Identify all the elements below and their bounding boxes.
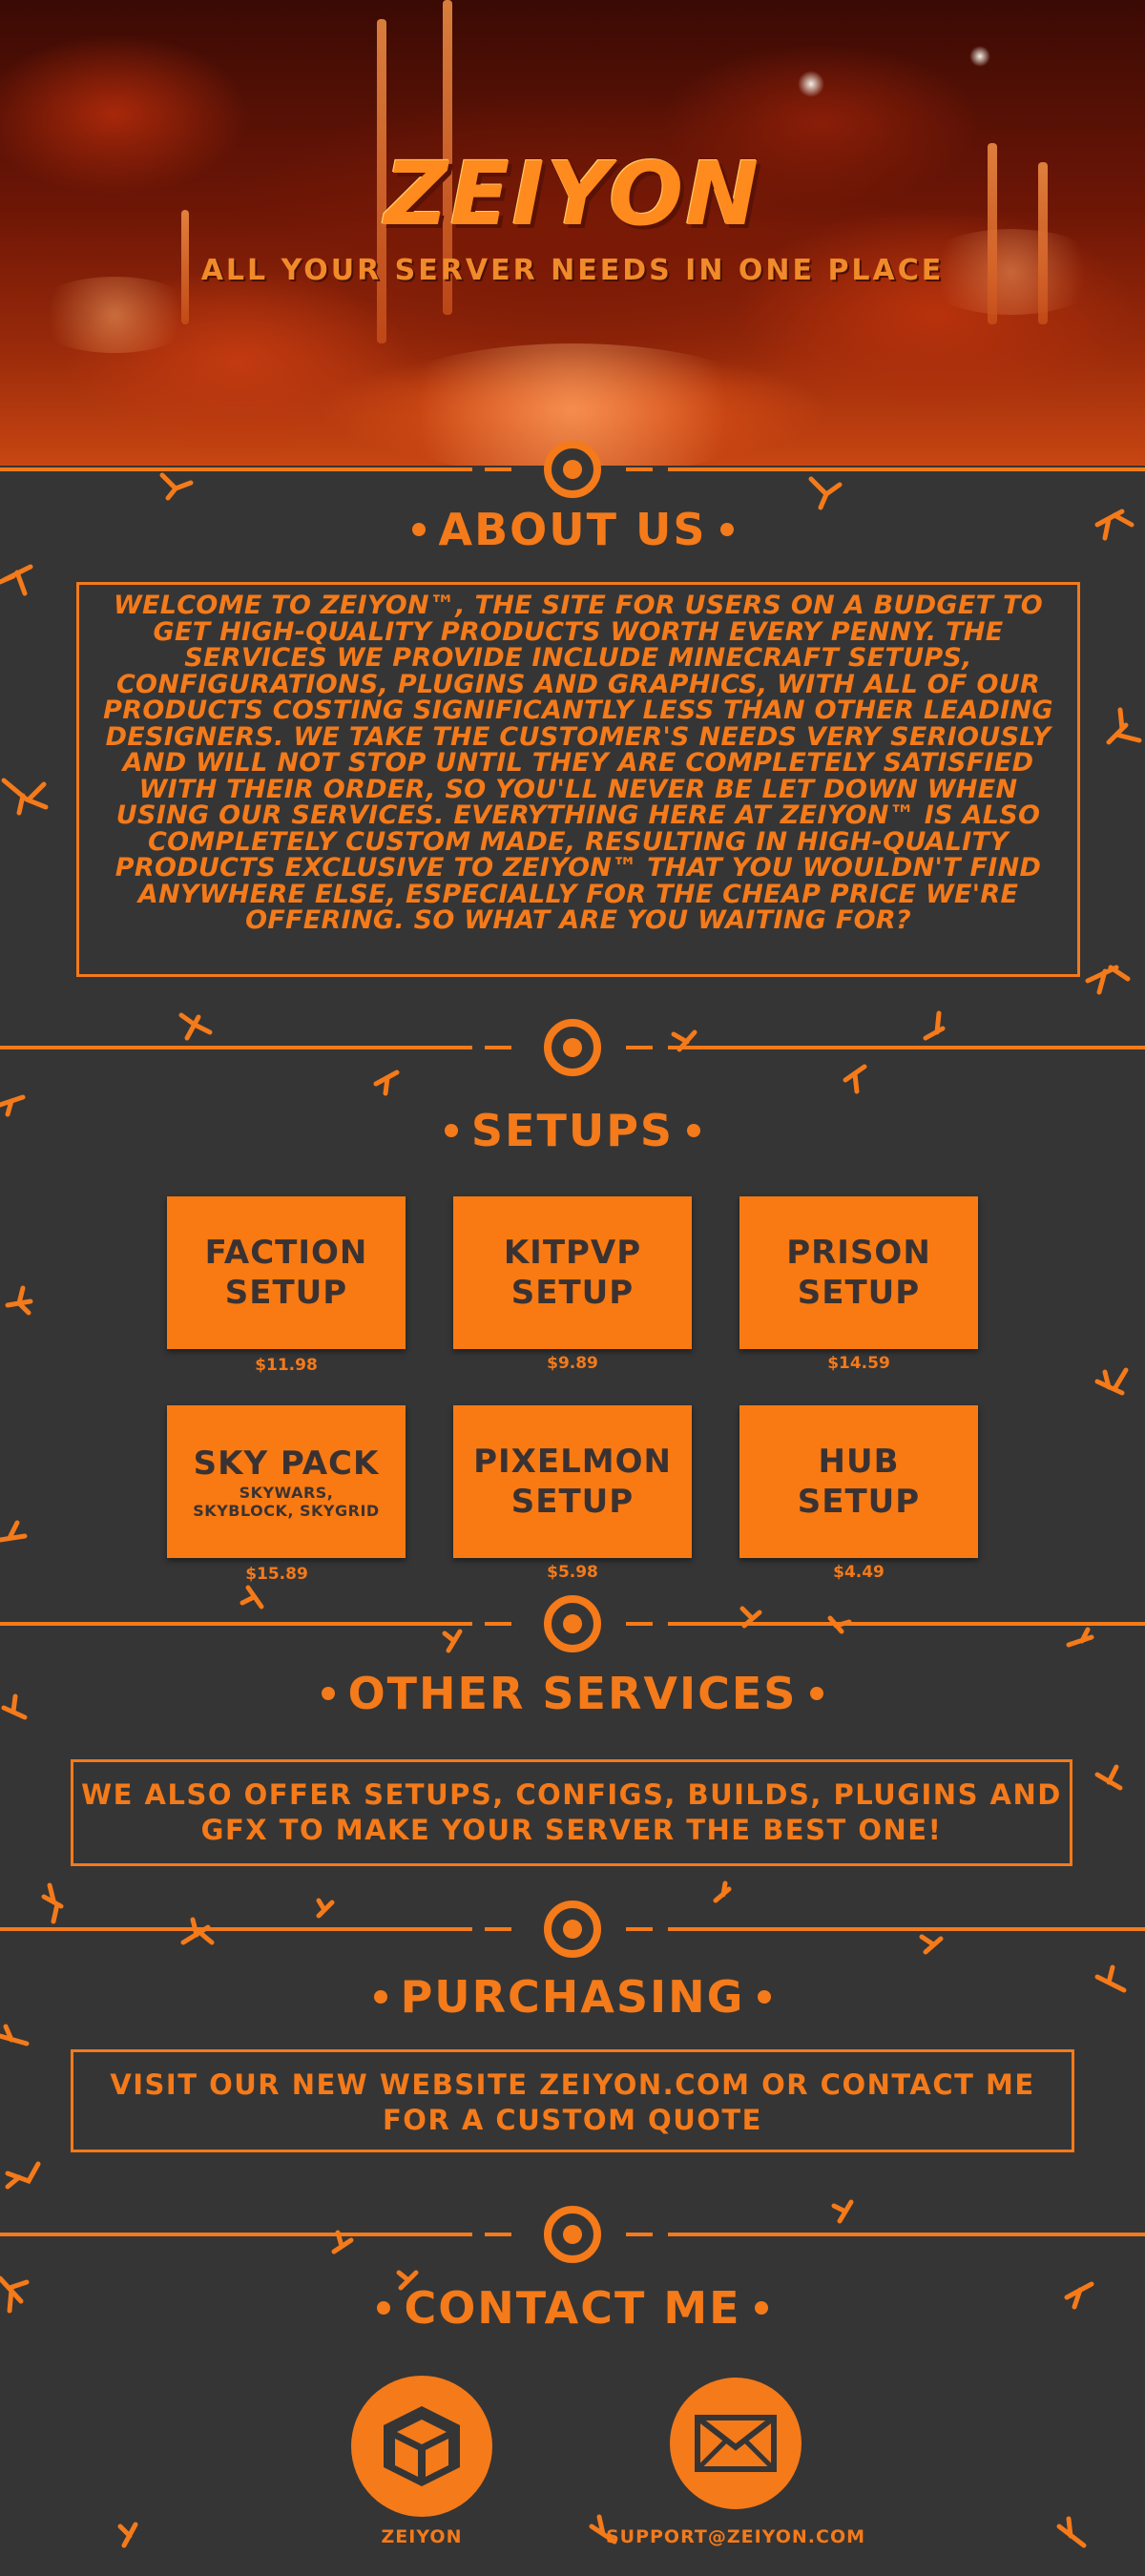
setup-price-kitpvp: $9.89	[547, 1354, 598, 1373]
other-services-box: WE ALSO OFFER SETUPS, CONFIGS, BUILDS, P…	[71, 1759, 1072, 1866]
about-text-box: WELCOME TO ZEIYON™, THE SITE FOR USERS O…	[76, 582, 1080, 977]
section-divider	[0, 2206, 1145, 2263]
hero-banner: ZEIYON ALL YOUR SERVER NEEDS IN ONE PLAC…	[0, 0, 1145, 466]
setup-tile-subtitle: SKYWARS, SKYBLOCK, SKYGRID	[193, 1484, 380, 1520]
envelope-icon	[695, 2415, 777, 2472]
other-services-heading: OTHER SERVICES	[0, 1668, 1145, 1719]
setup-tile-faction[interactable]: FACTION SETUP	[167, 1196, 406, 1349]
purchasing-box: VISIT OUR NEW WEBSITE ZEIYON.COM OR CONT…	[71, 2049, 1074, 2152]
section-divider	[0, 441, 1145, 498]
setup-price-pixelmon: $5.98	[547, 1563, 598, 1582]
about-text: WELCOME TO ZEIYON™, THE SITE FOR USERS O…	[103, 591, 1053, 935]
setup-tile-prison[interactable]: PRISON SETUP	[739, 1196, 978, 1349]
about-heading: ABOUT US	[0, 504, 1145, 555]
setup-price-hub: $4.49	[833, 1563, 885, 1582]
purchasing-heading: PURCHASING	[0, 1971, 1145, 2023]
setup-price-faction: $11.98	[255, 1356, 318, 1375]
section-divider	[0, 1595, 1145, 1652]
setup-tile-sky-pack[interactable]: SKY PACK SKYWARS, SKYBLOCK, SKYGRID	[167, 1405, 406, 1558]
contact-email-button[interactable]	[670, 2378, 802, 2509]
contact-email-label[interactable]: SUPPORT@ZEIYON.COM	[605, 2526, 866, 2547]
setup-tile-pixelmon[interactable]: PIXELMON SETUP	[453, 1405, 692, 1558]
setup-price-sky-pack: $15.89	[245, 1565, 308, 1584]
cube-icon	[384, 2406, 460, 2486]
setup-price-prison: $14.59	[827, 1354, 890, 1373]
brand-logo: ZEIYON	[384, 143, 761, 245]
section-divider	[0, 1901, 1145, 1958]
contact-zeiyon-button[interactable]	[351, 2376, 492, 2517]
setup-tile-hub[interactable]: HUB SETUP	[739, 1405, 978, 1558]
other-services-text: WE ALSO OFFER SETUPS, CONFIGS, BUILDS, P…	[81, 1778, 1062, 1846]
hero-tagline: ALL YOUR SERVER NEEDS IN ONE PLACE	[200, 254, 945, 287]
setups-heading: SETUPS	[0, 1105, 1145, 1156]
section-divider	[0, 1019, 1145, 1076]
setup-tile-kitpvp[interactable]: KITPVP SETUP	[453, 1196, 692, 1349]
contact-heading: CONTACT ME	[0, 2282, 1145, 2334]
contact-zeiyon-label[interactable]: ZEIYON	[381, 2526, 463, 2547]
coral-decoration	[0, 472, 1142, 2548]
purchasing-text: VISIT OUR NEW WEBSITE ZEIYON.COM OR CONT…	[110, 2068, 1035, 2136]
